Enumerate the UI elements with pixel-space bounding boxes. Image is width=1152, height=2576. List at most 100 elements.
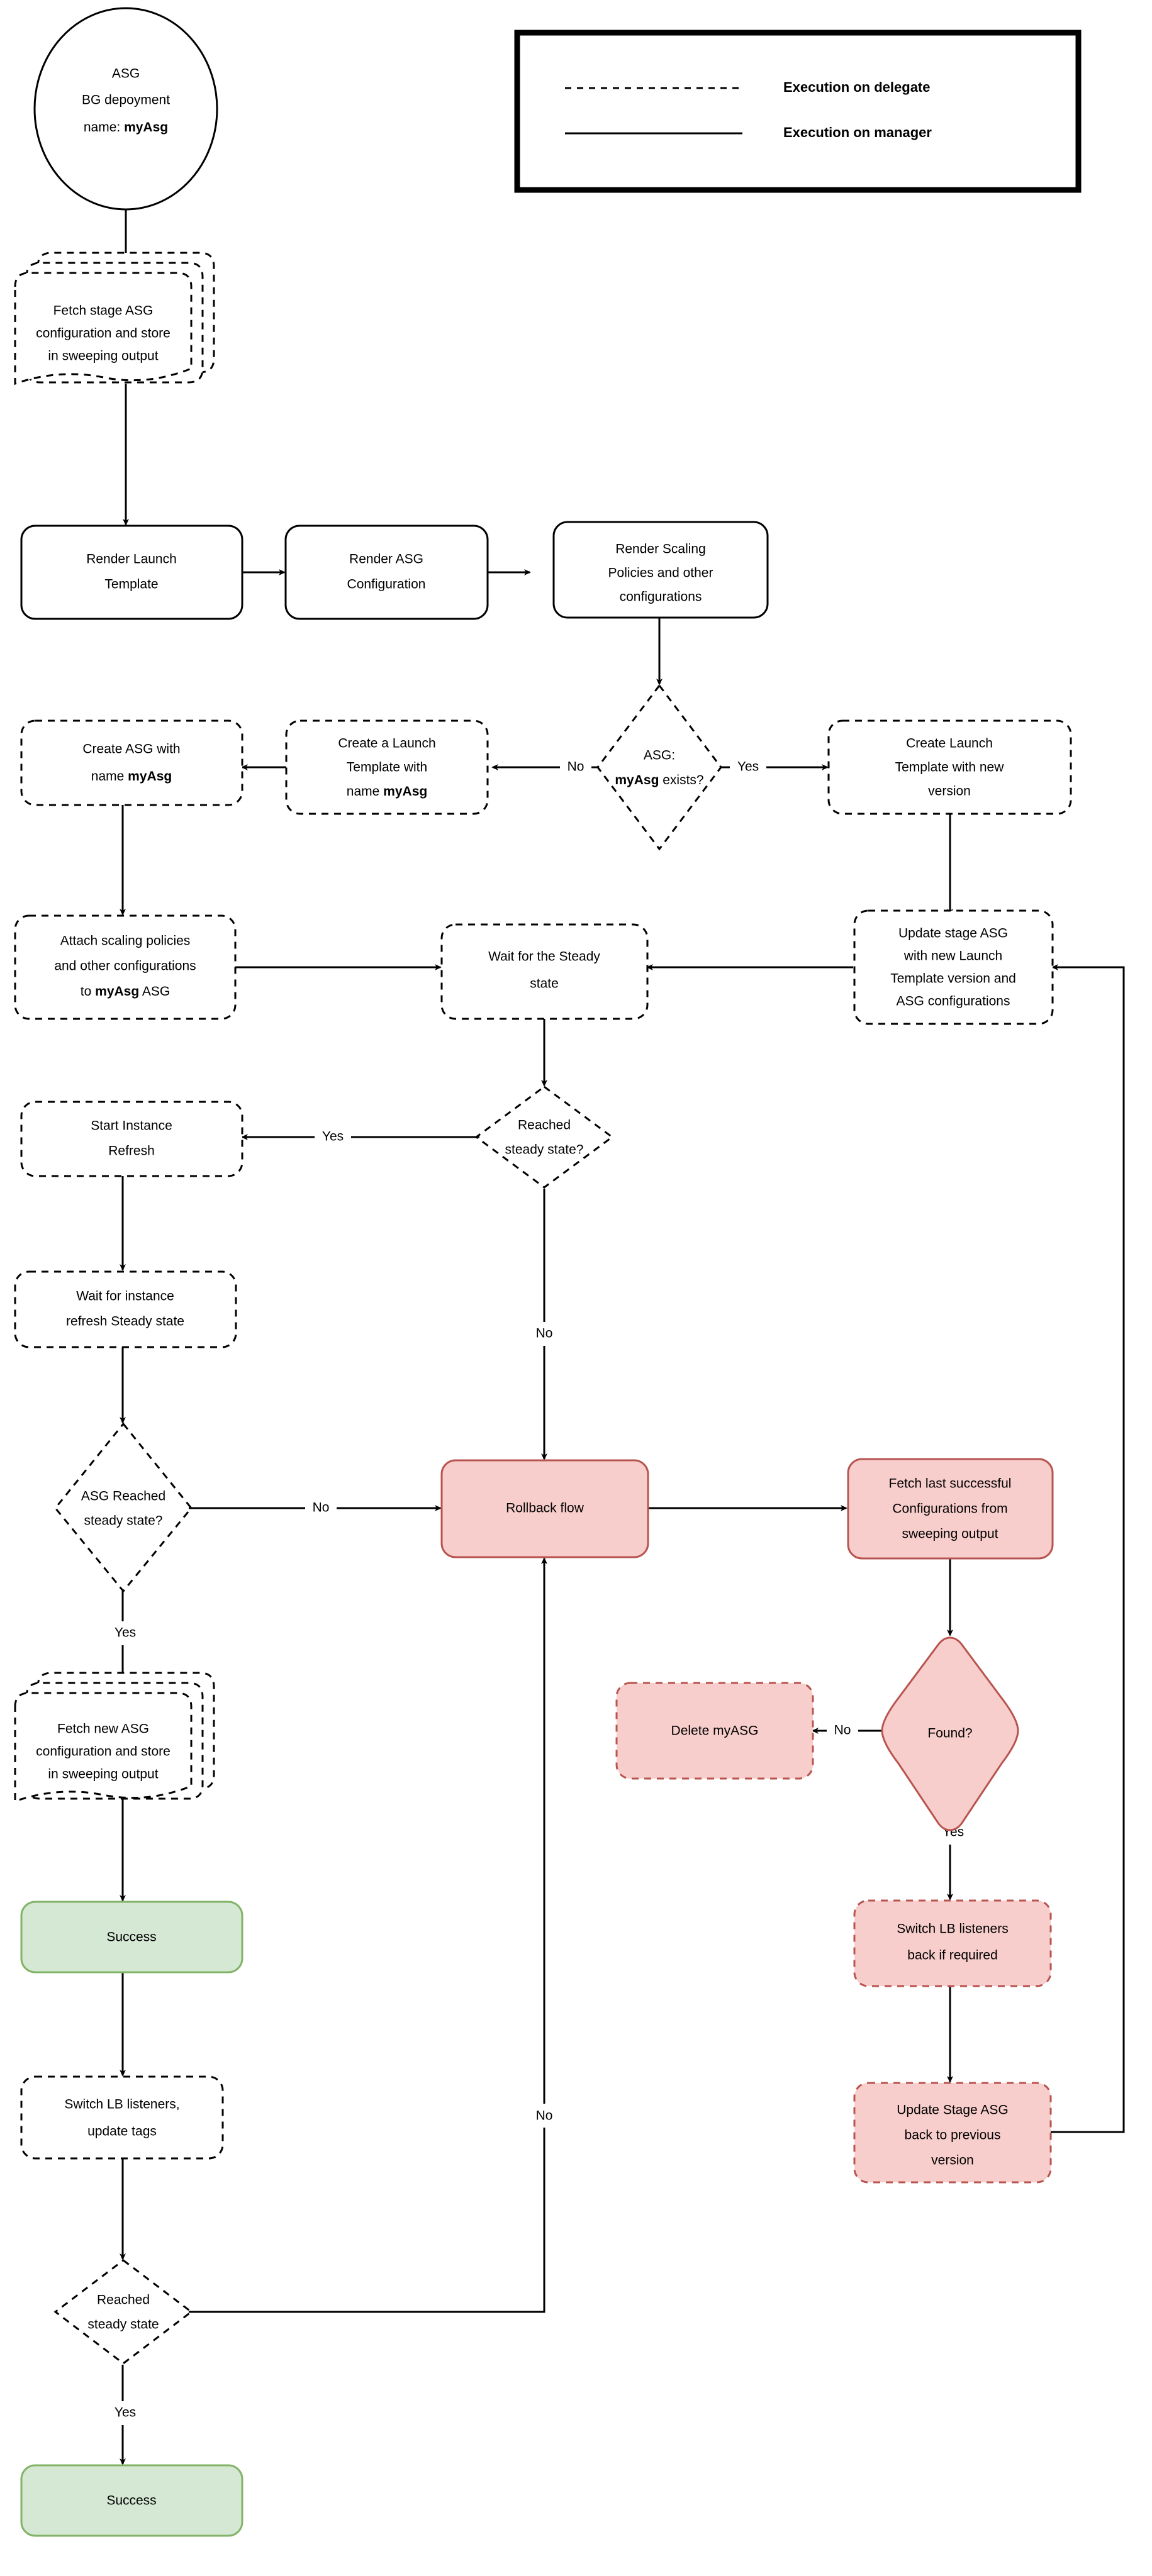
node-render-launch-template[interactable]: Render Launch Template — [20, 525, 243, 620]
node-update-stage-asg[interactable]: Update stage ASG with new Launch Templat… — [853, 909, 1054, 1025]
node-fetch-last-line2: Configurations from — [892, 1502, 1007, 1516]
node-render-asg-configuration[interactable]: Render ASG Configuration — [284, 525, 489, 620]
node-found-decision[interactable]: Found? — [881, 1636, 1019, 1831]
node-sir-line2: Refresh — [108, 1144, 155, 1158]
node-render-asg-line1: Render ASG — [349, 552, 423, 567]
node-asg-exists-line1: ASG: — [644, 748, 675, 763]
node-wait-steady-line2: state — [530, 977, 559, 991]
node-reached-steady-state-2[interactable]: Reached steady state — [53, 2259, 193, 2365]
legend: Execution on delegate Execution on manag… — [514, 30, 1082, 193]
node-update-stage-line1: Update stage ASG — [898, 926, 1008, 941]
node-reached-steady-state-1[interactable]: Reached steady state? — [474, 1085, 614, 1189]
node-update-stage-line4: ASG configurations — [897, 994, 1010, 1009]
node-attach-line2: and other configurations — [54, 959, 196, 974]
edge-update-back-to-update-stage — [1044, 964, 1125, 2133]
node-render-scaling-policies[interactable]: Render Scaling Policies and other config… — [552, 521, 769, 619]
node-render-lt-line2: Template — [104, 577, 158, 592]
node-create-asg-named[interactable]: Create ASG with name myAsg — [20, 719, 243, 806]
edge-label-yes-steady-1: Yes — [322, 1130, 344, 1144]
node-render-scaling-line2: Policies and other — [608, 566, 713, 580]
node-update-back-line2: back to previous — [905, 2128, 1001, 2143]
node-switch-lb-back[interactable]: Switch LB listeners back if required — [853, 1899, 1052, 1987]
node-fetch-new-line2: configuration and store — [36, 1745, 171, 1759]
node-reached-steady-1-line2: steady state? — [505, 1143, 584, 1157]
node-asg-reached-line2: steady state? — [84, 1514, 163, 1528]
node-reached-steady-2-line1: Reached — [97, 2293, 150, 2307]
node-fetch-last-successful[interactable]: Fetch last successful Configurations fro… — [847, 1458, 1054, 1560]
node-create-lt-named-line2: Template with — [347, 760, 427, 775]
node-update-stage-line2: with new Launch — [903, 949, 1002, 963]
node-update-back-line1: Update Stage ASG — [897, 2103, 1008, 2118]
node-create-lt-named-line1: Create a Launch — [338, 736, 435, 751]
node-success-1-line1: Success — [106, 1930, 156, 1945]
node-asg-reached-steady-state[interactable]: ASG Reached steady state? — [54, 1422, 193, 1593]
node-wait-ir-line1: Wait for instance — [76, 1289, 174, 1304]
node-reached-steady-2-line2: steady state — [87, 2318, 159, 2332]
edge-label-no-exists: No — [568, 760, 584, 774]
node-delete-myasg-line1: Delete myASG — [671, 1724, 759, 1738]
edge-label-yes-asg-reached: Yes — [115, 1626, 136, 1640]
node-wait-steady-line1: Wait for the Steady — [488, 950, 600, 964]
edge-label-yes-exists: Yes — [737, 760, 759, 774]
node-fetch-stage-line3: in sweeping output — [48, 349, 158, 364]
edge-labels: No Yes Yes No No Yes No Yes Yes No — [107, 755, 971, 2425]
node-start[interactable]: ASG BG depoyment name: myAsg — [33, 7, 218, 211]
node-render-lt-line1: Render Launch — [86, 552, 177, 567]
edge-label-yes-steady-2: Yes — [115, 2406, 136, 2420]
node-reached-steady-1-line1: Reached — [518, 1118, 571, 1133]
edge-label-no-found: No — [834, 1723, 851, 1738]
node-fetch-stage-line1: Fetch stage ASG — [53, 304, 154, 318]
node-switch-lb-listeners[interactable]: Switch LB listeners, update tags — [20, 2075, 224, 2160]
node-start-instance-refresh[interactable]: Start Instance Refresh — [20, 1101, 243, 1177]
node-fetch-last-line3: sweeping output — [902, 1527, 998, 1541]
node-fetch-new-line3: in sweeping output — [48, 1767, 158, 1782]
node-found-line1: Found? — [927, 1726, 972, 1741]
node-create-launch-template-named[interactable]: Create a Launch Template with name myAsg — [285, 719, 489, 815]
node-attach-scaling-policies[interactable]: Attach scaling policies and other config… — [14, 914, 237, 1020]
node-fetch-stage-asg[interactable]: Fetch stage ASG configuration and store … — [14, 252, 215, 386]
node-create-lt-new-line1: Create Launch — [906, 736, 993, 751]
node-create-asg-named-line2: name myAsg — [91, 769, 172, 784]
node-success-1[interactable]: Success — [20, 1901, 243, 1974]
node-fetch-last-line1: Fetch last successful — [889, 1477, 1012, 1491]
node-attach-line3: to myAsg ASG — [81, 984, 170, 999]
node-asg-exists-decision[interactable]: ASG: myAsg exists? — [596, 684, 722, 851]
node-switch-lb-back-line2: back if required — [907, 1948, 998, 1963]
node-start-line3: name: myAsg — [84, 120, 168, 135]
edge-label-no-steady-2: No — [536, 2109, 553, 2123]
node-rollback-line1: Rollback flow — [506, 1501, 584, 1516]
node-update-back-line3: version — [931, 2153, 974, 2168]
node-create-lt-new-line3: version — [928, 784, 971, 799]
node-update-stage-back[interactable]: Update Stage ASG back to previous versio… — [853, 2082, 1052, 2184]
node-fetch-new-line1: Fetch new ASG — [57, 1722, 149, 1736]
node-success-2-line1: Success — [106, 2494, 156, 2508]
edge-label-no-asg-reached: No — [313, 1501, 330, 1515]
node-render-scaling-line1: Render Scaling — [615, 542, 706, 557]
node-delete-myasg[interactable]: Delete myASG — [615, 1682, 814, 1780]
legend-label-manager: Execution on manager — [783, 125, 932, 140]
node-fetch-new-asg[interactable]: Fetch new ASG configuration and store in… — [14, 1672, 215, 1803]
node-switch-lb-back-line1: Switch LB listeners — [897, 1922, 1008, 1936]
node-render-asg-line2: Configuration — [347, 577, 426, 592]
node-wait-ir-line2: refresh Steady state — [66, 1314, 184, 1329]
node-sir-line1: Start Instance — [91, 1119, 172, 1133]
node-switch-lb-line1: Switch LB listeners, — [64, 2097, 179, 2112]
node-rollback-flow[interactable]: Rollback flow — [440, 1459, 649, 1558]
node-create-lt-named-line3: name myAsg — [347, 784, 427, 799]
edge-reached2-no — [189, 1557, 547, 2313]
node-asg-exists-line2: myAsg exists? — [615, 773, 703, 787]
node-attach-line1: Attach scaling policies — [60, 934, 191, 948]
node-create-launch-template-new-version[interactable]: Create Launch Template with new version — [827, 719, 1072, 815]
node-update-stage-line3: Template version and — [890, 972, 1016, 986]
node-start-line1: ASG — [112, 67, 140, 81]
node-switch-lb-line2: update tags — [87, 2124, 157, 2139]
node-wait-instance-refresh[interactable]: Wait for instance refresh Steady state — [14, 1270, 237, 1348]
node-start-line2: BG depoyment — [82, 93, 170, 108]
edge-label-no-steady-1: No — [536, 1326, 553, 1341]
node-create-lt-new-line2: Template with new — [895, 760, 1005, 775]
node-wait-steady-state[interactable]: Wait for the Steady state — [440, 923, 649, 1020]
node-success-2[interactable]: Success — [20, 2464, 243, 2537]
node-asg-reached-line1: ASG Reached — [81, 1489, 165, 1504]
